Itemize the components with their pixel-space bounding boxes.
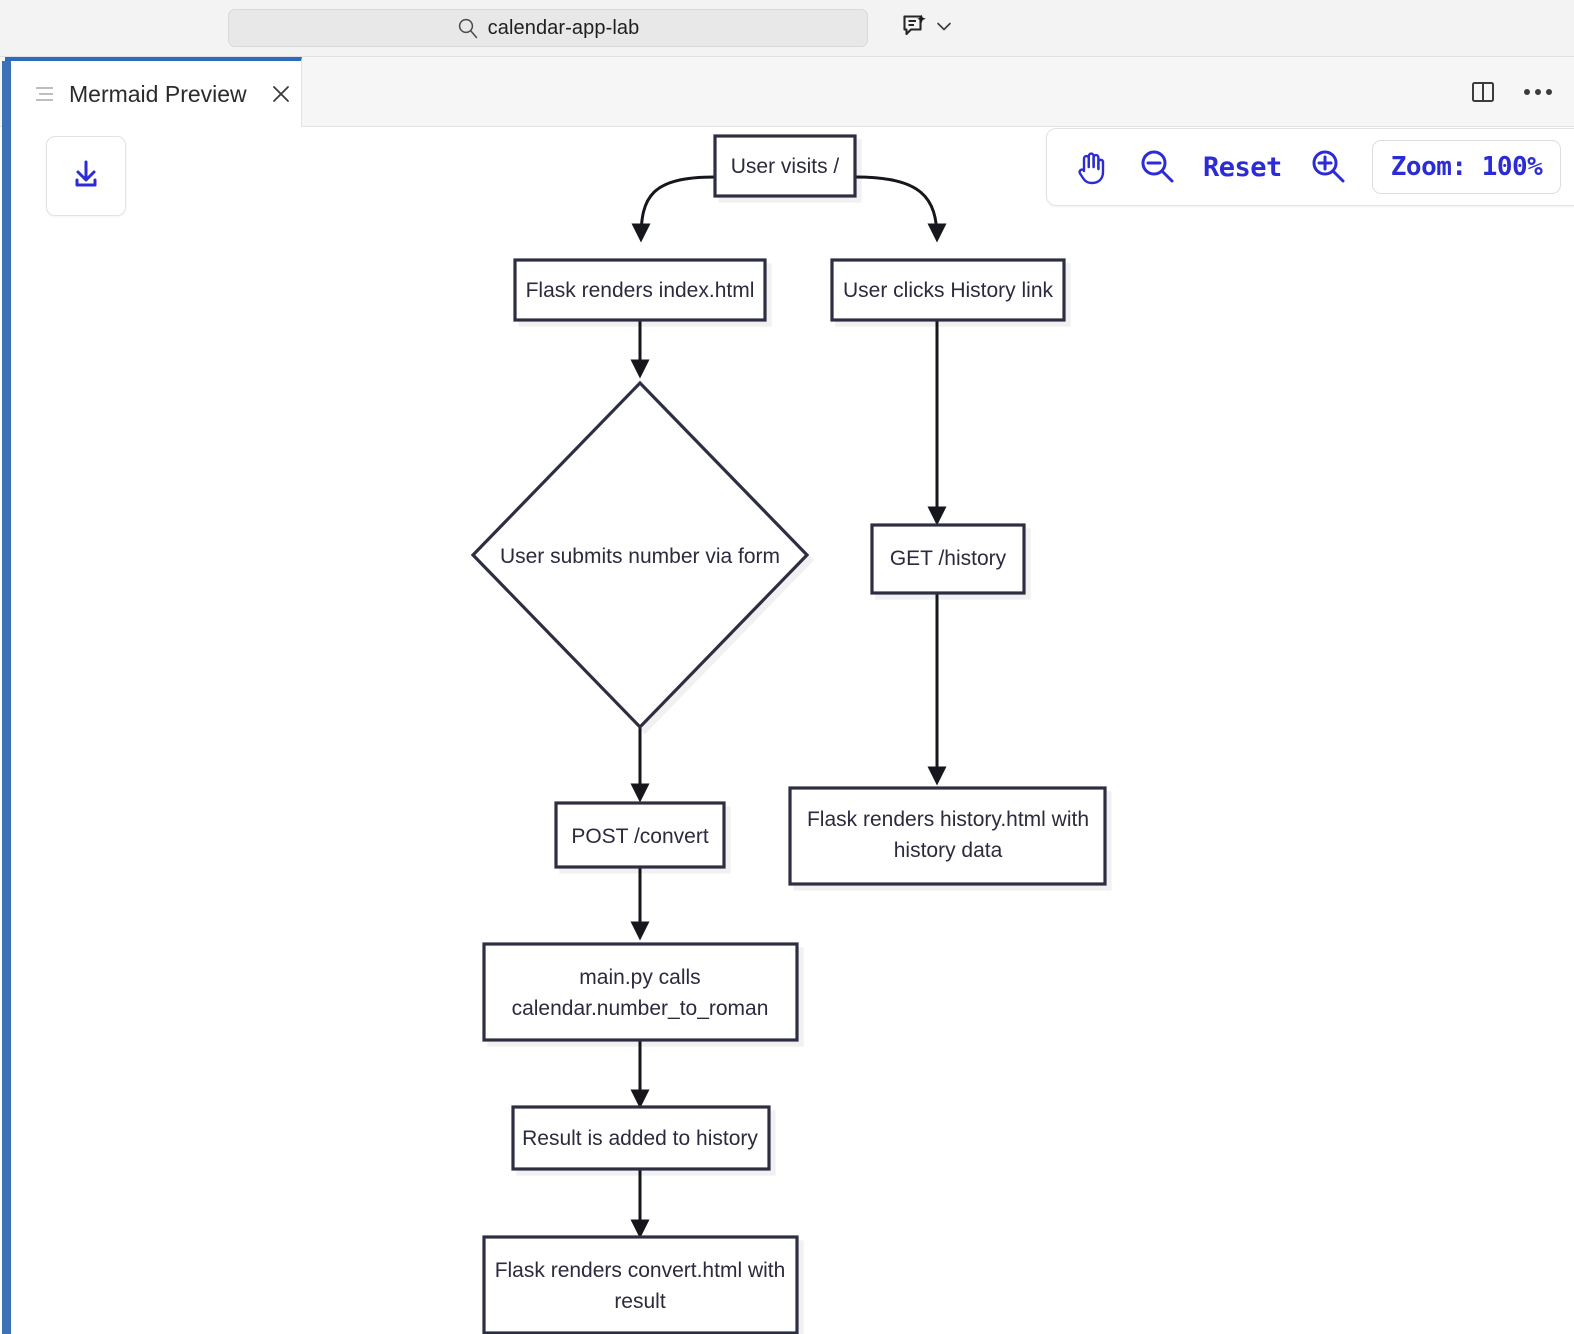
flow-node-label-line2: history data <box>894 839 1003 862</box>
flow-node-label: User submits number via form <box>500 545 780 568</box>
flow-node-mainpy-calls <box>482 942 799 1042</box>
copilot-chat-icon <box>900 12 928 45</box>
reset-button[interactable]: Reset <box>1203 151 1282 183</box>
download-icon <box>68 156 104 197</box>
flow-node-label: POST /convert <box>571 825 708 848</box>
tab-bar-actions <box>1470 57 1552 127</box>
flow-node-submits-number <box>470 380 810 730</box>
hand-pan-icon[interactable] <box>1069 145 1113 189</box>
mermaid-preview-canvas[interactable]: Reset Zoom: 100% <box>11 127 1574 1334</box>
flow-node-user-visits <box>713 134 857 198</box>
preview-lines-icon <box>34 84 56 104</box>
search-value: calendar-app-lab <box>487 16 640 39</box>
flow-node-label-line1: main.py calls <box>579 966 700 989</box>
split-editor-icon[interactable] <box>1470 79 1496 105</box>
more-actions-icon[interactable] <box>1524 89 1552 95</box>
flow-node-history-link <box>830 258 1066 322</box>
chevron-down-icon <box>934 16 954 41</box>
flow-node-label-line1: Flask renders convert.html with <box>495 1259 786 1282</box>
zoom-toolbar: Reset Zoom: 100% <box>1046 128 1574 206</box>
flow-node-post-convert <box>554 801 726 869</box>
close-icon[interactable] <box>270 83 292 105</box>
search-icon <box>457 17 479 39</box>
copilot-chat-button[interactable] <box>900 12 954 45</box>
tab-mermaid-preview[interactable]: Mermaid Preview <box>5 57 302 127</box>
flow-node-result-added <box>511 1105 771 1171</box>
flow-node-label: Flask renders index.html <box>526 279 755 302</box>
flow-node-flask-index <box>513 258 767 322</box>
zoom-out-icon[interactable] <box>1135 145 1179 189</box>
flow-node-label: User clicks History link <box>843 279 1054 302</box>
flow-node-flask-convert <box>482 1235 799 1334</box>
search-input[interactable]: calendar-app-lab <box>228 9 868 47</box>
flowchart: User visits / Flask renders index.html U… <box>11 127 1574 1334</box>
flow-node-label-line1: Flask renders history.html with <box>807 808 1089 831</box>
flow-node-get-history <box>870 523 1026 595</box>
zoom-level-badge[interactable]: Zoom: 100% <box>1371 140 1562 194</box>
flow-node-label: Result is added to history <box>522 1127 758 1150</box>
flow-node-label: GET /history <box>890 547 1007 570</box>
flow-node-label-line2: result <box>614 1290 666 1313</box>
zoom-in-icon[interactable] <box>1306 145 1350 189</box>
left-activity-rail <box>2 61 11 1334</box>
flow-node-label: User visits / <box>731 155 840 178</box>
title-bar: calendar-app-lab <box>0 0 1574 57</box>
tab-bar: Mermaid Preview <box>0 57 1574 127</box>
flow-node-label-line2: calendar.number_to_roman <box>512 997 769 1020</box>
flow-node-flask-history <box>788 786 1107 886</box>
tab-label: Mermaid Preview <box>69 80 247 107</box>
download-button[interactable] <box>46 136 126 216</box>
